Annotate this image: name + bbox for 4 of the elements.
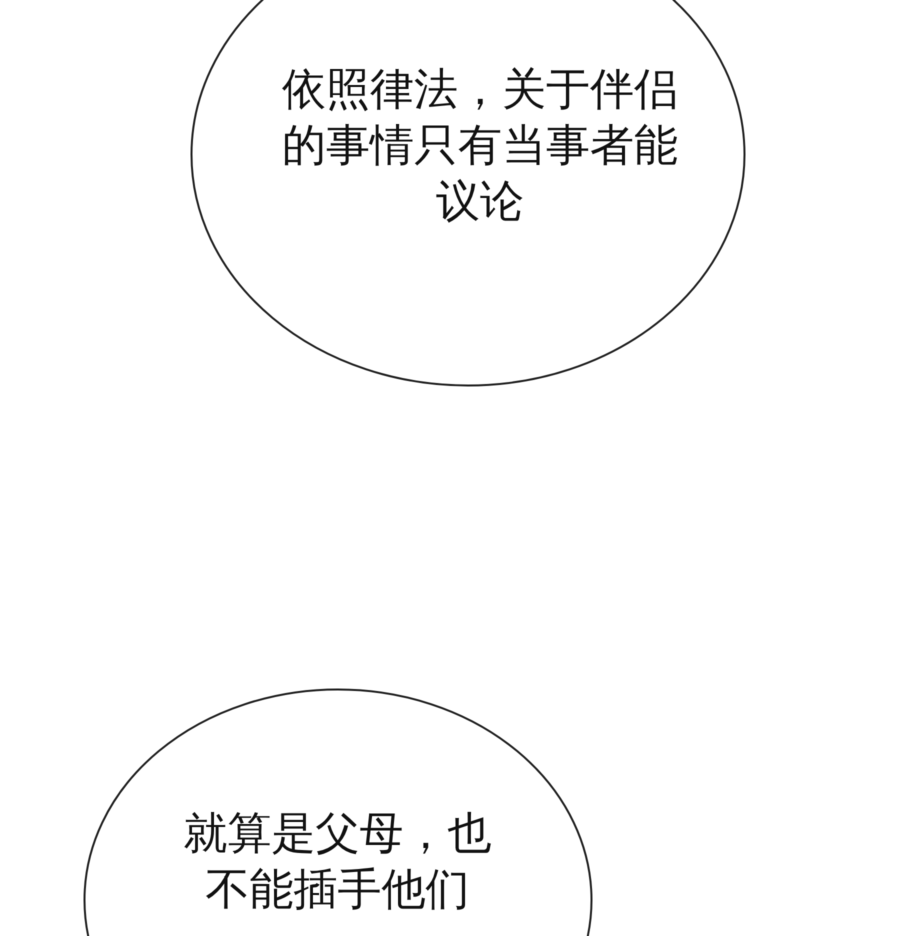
speech-text: 依照律法，关于伴侣的事情只有当事者能议论 <box>281 63 679 229</box>
speech-text: 就算是父母，也不能插手他们 <box>182 807 492 917</box>
speech-bubble <box>190 0 746 387</box>
speech-bubble <box>83 688 593 936</box>
